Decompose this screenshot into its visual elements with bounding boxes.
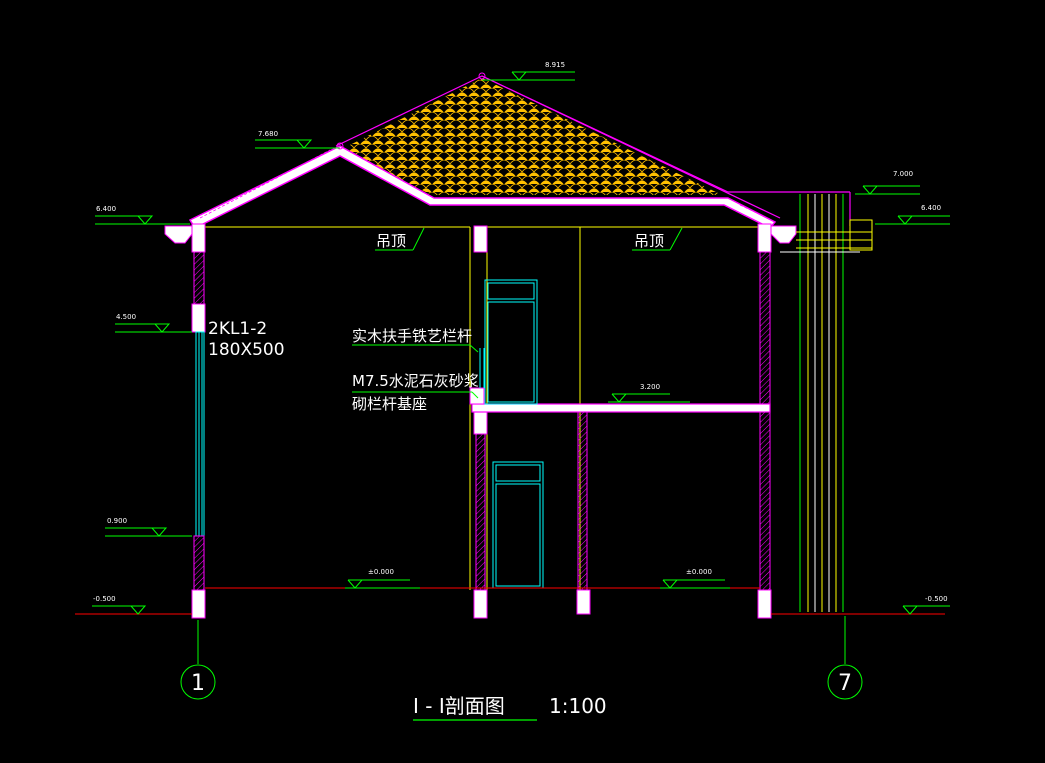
level-ground-right: ±0.000 — [686, 568, 712, 576]
level-floor2: 3.200 — [640, 383, 660, 391]
note-beam-code: 2KL1-2 — [208, 319, 267, 339]
level-markers — [92, 71, 950, 615]
level-beam: 4.500 — [116, 313, 136, 321]
level-canopy: 7.000 — [893, 170, 913, 178]
level-grade-right: -0.500 — [925, 595, 948, 603]
level-ridge: 8.915 — [545, 61, 565, 69]
level-eave-left: 6.400 — [96, 205, 116, 213]
note-ceiling-right: 吊顶 — [634, 232, 664, 250]
upper-door — [484, 279, 538, 405]
canopy-pilasters — [780, 194, 873, 612]
axis-label-7: 7 — [838, 671, 852, 696]
axis-markers — [180, 616, 863, 700]
floor-slab — [469, 348, 771, 413]
axis-label-1: 1 — [191, 671, 205, 696]
level-sill: 0.900 — [107, 517, 127, 525]
lower-door — [492, 461, 544, 589]
drawing-title: Ⅰ - Ⅰ剖面图 — [413, 694, 505, 718]
note-handrail: 实木扶手铁艺栏杆 — [352, 327, 472, 345]
note-base-line1: M7.5水泥石灰砂浆 — [352, 372, 479, 390]
leader-lines — [352, 227, 683, 399]
left-wall — [164, 223, 206, 619]
level-eave-right: 6.400 — [921, 204, 941, 212]
interior-columns — [473, 225, 591, 619]
roof-tiles — [340, 78, 722, 195]
note-ceiling-left: 吊顶 — [376, 232, 406, 250]
level-roof-left: 7.680 — [258, 130, 278, 138]
drawing-scale: 1:100 — [549, 694, 607, 718]
note-beam-size: 180X500 — [208, 340, 285, 360]
right-wall — [757, 223, 797, 619]
note-base-line2: 砌栏杆基座 — [352, 395, 427, 413]
level-ground-left: ±0.000 — [368, 568, 394, 576]
level-grade-left: -0.500 — [93, 595, 116, 603]
